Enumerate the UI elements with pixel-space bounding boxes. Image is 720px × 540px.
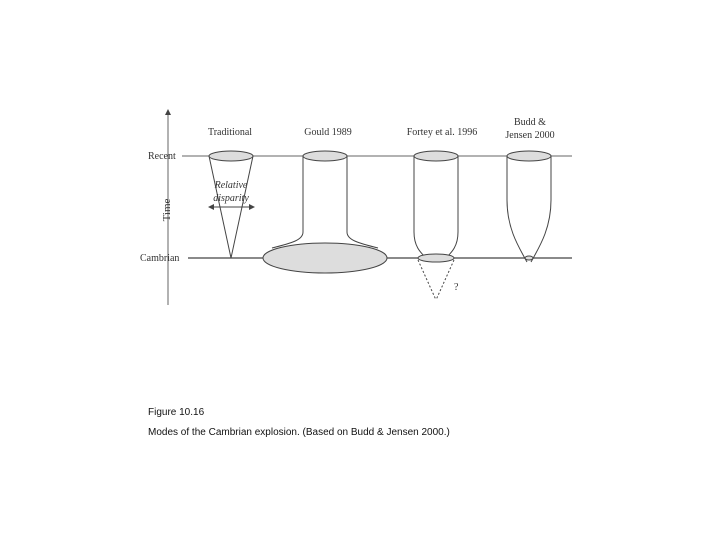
model-label-budd-line1: Budd & xyxy=(514,117,546,128)
cambrian-level-label: Cambrian xyxy=(140,253,179,264)
model-label-fortey: Fortey et al. 1996 xyxy=(407,127,478,138)
time-axis-label: Time xyxy=(161,198,173,221)
svg-text:disparity: disparity xyxy=(213,193,249,204)
figure-caption: Modes of the Cambrian explosion. (Based … xyxy=(148,427,450,438)
model-label-gould: Gould 1989 xyxy=(304,127,352,138)
model-label-budd-line2: Jensen 2000 xyxy=(505,130,554,141)
fortey-shape xyxy=(413,150,459,301)
traditional-shape xyxy=(208,150,254,259)
budd-jensen-shape xyxy=(506,150,552,263)
svg-text:Relative: Relative xyxy=(214,180,248,191)
recent-level-label: Recent xyxy=(148,151,176,162)
figure-number: Figure 10.16 xyxy=(148,407,205,418)
model-label-traditional: Traditional xyxy=(208,127,252,138)
gould-shape xyxy=(262,150,388,274)
uncertainty-mark: ? xyxy=(454,282,459,293)
relative-disparity-annotation: Relative disparity xyxy=(208,180,255,210)
